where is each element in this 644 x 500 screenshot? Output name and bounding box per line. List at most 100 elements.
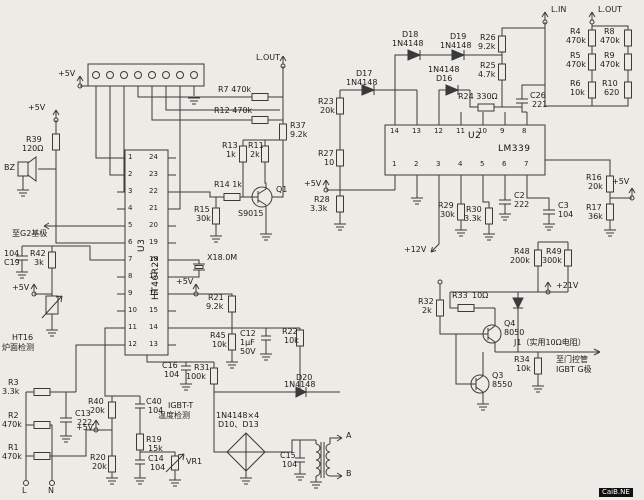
u2-ref: U2: [468, 131, 482, 141]
schematic-label: 104: [150, 463, 166, 472]
pin-number: 22: [149, 187, 158, 195]
schematic-label: R1: [8, 443, 19, 452]
schematic-label: 8550: [492, 380, 513, 389]
schematic-label: +5V: [12, 283, 30, 292]
schematic-label: +5V: [176, 277, 194, 286]
u3-ref: U3: [137, 238, 147, 252]
pin-number: 10: [128, 306, 137, 314]
wires: [21, 22, 632, 482]
schematic-label: 15k: [148, 444, 163, 453]
schematic-label: R13: [222, 141, 238, 150]
pin-number: 6: [128, 238, 133, 246]
schematic-label: +5V: [76, 423, 94, 432]
schematic-label: D17: [356, 69, 373, 78]
schematic-label: D16: [436, 74, 453, 83]
schematic-label: 104: [148, 406, 164, 415]
u2-part: LM339: [498, 144, 531, 154]
schematic-label: C14: [148, 454, 164, 463]
schematic-label: N: [48, 486, 54, 495]
resistors: [33, 29, 632, 473]
schematic-label: 10k: [212, 340, 227, 349]
schematic-label: +5V: [304, 179, 322, 188]
schematic-label: 470k: [600, 36, 620, 45]
schematic-label: L: [22, 486, 27, 495]
schematic-label: 至G2基极: [12, 229, 48, 238]
buzzer-icon: [17, 156, 37, 182]
schematic-label: 3.3k: [2, 387, 20, 396]
schematic-label: HT16: [12, 333, 34, 342]
schematic-label: R12 470k: [214, 106, 253, 115]
schematic-label: X18.0M: [207, 253, 238, 262]
schematic-label: 3.3k: [310, 204, 328, 213]
schematic-label: 1N4148×4: [216, 411, 260, 420]
u3-ic-body: [124, 149, 169, 356]
u2-ic-body: [384, 124, 546, 176]
schematic-label: 10Ω: [472, 291, 489, 300]
schematic-label: 4.7k: [478, 70, 496, 79]
schematic-label: 9.2k: [478, 42, 496, 51]
schematic-label: R31: [194, 363, 210, 372]
pin-number: 20: [149, 221, 158, 229]
pin-number: 15: [149, 306, 158, 314]
schematic-label: 30k: [196, 214, 211, 223]
pin-number: 21: [149, 204, 158, 212]
schematic-label: R39: [26, 135, 42, 144]
schematic-label: R27: [318, 149, 334, 158]
schematic-label: 1N4148: [284, 380, 316, 389]
schematic-label: 3k: [34, 258, 44, 267]
schematic-label: 36k: [588, 212, 603, 221]
schematic-label: 1μF: [240, 338, 255, 347]
schematic-label: R6: [570, 79, 581, 88]
schematic-label: 1N4148: [346, 78, 378, 87]
schematic-label: D18: [402, 30, 419, 39]
schematic-label: 50V: [240, 347, 256, 356]
pin-number: 10: [478, 127, 487, 135]
schematic-label: R2: [8, 411, 19, 420]
pin-number: 2: [128, 170, 133, 178]
schematic-label: R7 470k: [218, 85, 252, 94]
schematic-label: 104: [4, 249, 20, 258]
schematic-label: R40: [88, 397, 104, 406]
schematic-label: 1N4148: [392, 39, 424, 48]
pin-number: 13: [149, 340, 158, 348]
bridge-rectifier: [226, 432, 266, 472]
pin-number: 14: [149, 323, 158, 331]
schematic-label: 104: [164, 370, 180, 379]
schematic-label: R37: [290, 121, 306, 130]
schematic-label: 8050: [504, 328, 525, 337]
pin-number: 13: [412, 127, 421, 135]
pin-number: 23: [149, 170, 158, 178]
schematic-label: 120Ω: [22, 144, 44, 153]
schematic-label: +5V: [58, 69, 76, 78]
schematic-label: 至门控管: [556, 355, 588, 364]
schematic-label: IGBT-T: [168, 401, 194, 410]
schematic-label: 10k: [284, 336, 299, 345]
schematic-label: 300k: [542, 256, 562, 265]
pin-number: 12: [128, 340, 137, 348]
schematic-label: 30k: [440, 210, 455, 219]
schematic-label: Q4: [504, 319, 516, 328]
schematic-label: BZ: [4, 163, 15, 172]
pin-number: 9: [128, 289, 133, 297]
schematic-label: 104: [558, 210, 574, 219]
schematic-label: 1N4148: [440, 41, 472, 50]
schematic-label: 200k: [510, 256, 530, 265]
diodes: [295, 49, 524, 398]
pin-number: 11: [456, 127, 465, 135]
pin-number: 4: [458, 160, 463, 168]
pin-number: 9: [500, 127, 505, 135]
schematic-label: 222: [514, 200, 530, 209]
schematic-label: R16: [586, 173, 602, 182]
schematic-label: 9.2k: [290, 130, 308, 139]
schematic-label: 221: [532, 100, 548, 109]
schematic-label: R21: [208, 293, 224, 302]
schematic-label: 100k: [186, 372, 206, 381]
schematic-label: R8: [604, 27, 615, 36]
pin-number: 24: [149, 153, 158, 161]
transformer: [315, 442, 331, 478]
schematic-label: R30: [466, 205, 482, 214]
pin-number: 14: [390, 127, 399, 135]
pin-number: 3: [436, 160, 441, 168]
